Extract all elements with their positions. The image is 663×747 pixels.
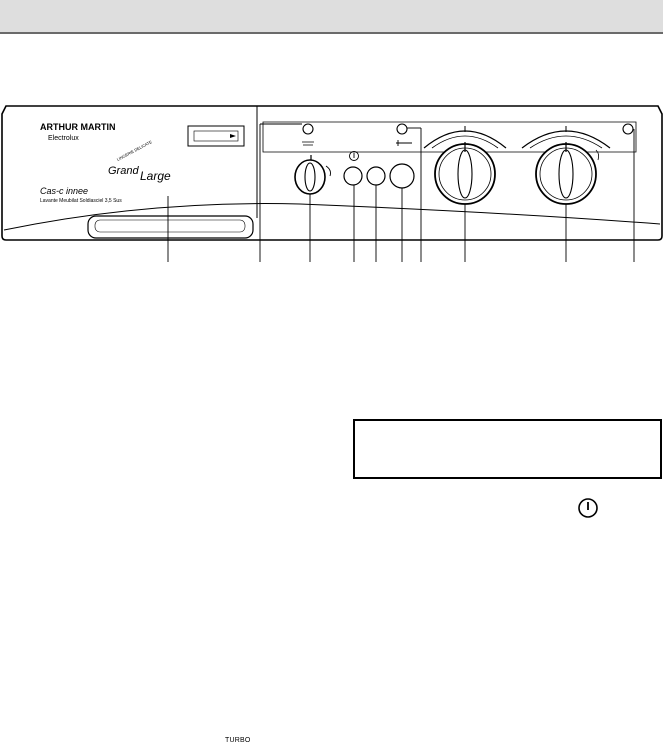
model-name: Cas-c innee [40,186,88,196]
indicator-light-3 [622,123,634,135]
display-window [187,125,245,147]
indicator-light-2 [396,123,408,135]
model-description: Lavante Meubilat Soldiasciel 3,5 Sus [40,198,122,204]
appliance-control-panel-illustration: ARTHUR MARTIN Electrolux LINGERIE DELICA… [1,105,663,262]
power-icon [578,498,598,518]
section-header-bar [0,0,663,34]
key-icon [396,140,412,146]
brand-tag-small: LINGERIE DELICATE [116,139,153,162]
callout-lines [167,123,635,262]
panel-outline [1,105,663,241]
detergent-drawer-handle [87,215,254,239]
button-2 [366,166,386,186]
note-box [353,419,662,479]
indicator-light-1 [302,123,314,135]
brand-sub: Electrolux [48,135,79,142]
brand-name: ARTHUR MARTIN [40,122,116,132]
panel-bottom-curve [3,203,661,231]
brand-tag-grand: Grand [108,165,139,177]
button-1 [343,166,363,186]
panel-inner-frame [262,121,637,153]
turbo-label: TURBO [225,737,251,744]
brand-tag-large: Large [140,169,171,183]
power-icon-panel [349,151,359,161]
button-3 [389,163,415,189]
